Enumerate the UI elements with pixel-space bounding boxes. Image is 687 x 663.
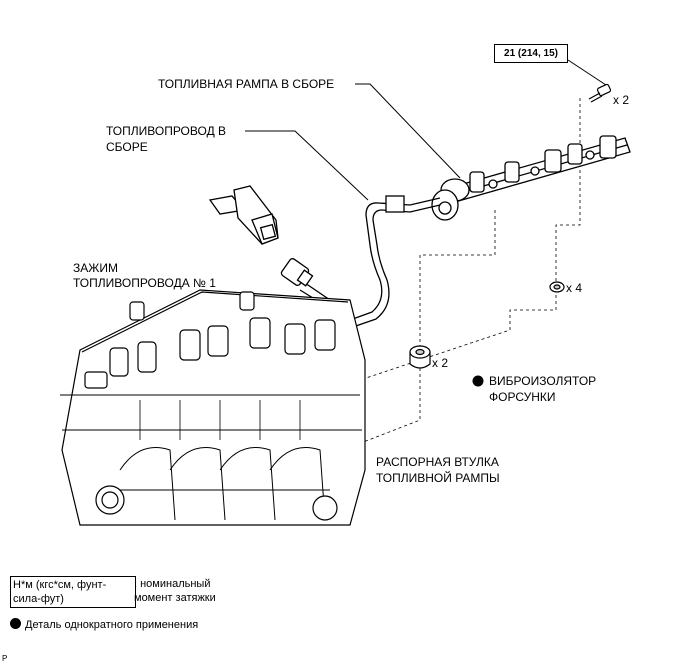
fuel-rail-label: ТОПЛИВНАЯ РАМПА В СБОРЕ [158,77,335,91]
fuel-rail-icon [431,135,631,221]
torque-units-line1: Н*м (кгс*см, фунт- [13,579,107,591]
fuel-pipe-leader [245,130,369,201]
fuel-pipe-label-line1: ТОПЛИВОПРОВОД В [106,124,227,138]
single-use-legend-icon [10,618,21,629]
engine-icon [60,289,366,526]
torque-desc: : номинальный момент затяжки [134,577,216,605]
spacer-quantity: x 2 [432,356,449,370]
single-use-icon [472,375,484,387]
torque-desc-line1: : номинальный [134,578,211,590]
single-use-legend-text: Деталь однократного применения [25,619,199,631]
bolt-quantity: x 2 [613,93,630,107]
fuel-pipe-icon [280,195,441,329]
corner-mark: P [2,654,8,663]
spacer-label-line2: ТОПЛИВНОЙ РАМПЫ [376,471,500,485]
single-use-legend: Деталь однократного применения [10,618,198,631]
insulator-icon [549,281,565,293]
fuel-rail-leader [355,83,461,179]
clamp-label-line2: ТОПЛИВОПРОВОДА № 1 [73,276,216,290]
torque-units-legend: Н*м (кгс*см, фунт- сила-фут) [10,576,136,608]
insulator-label-line1: ВИБРОИЗОЛЯТОР [489,374,597,388]
spacer-icon [409,345,431,369]
clamp-label-line1: ЗАЖИМ [73,261,118,275]
torque-units-line2: сила-фут) [13,593,64,605]
torque-desc-line2: момент затяжки [134,592,216,604]
spacer-label-line1: РАСПОРНАЯ ВТУЛКА [376,455,499,469]
leader-lines [245,83,461,201]
fuel-pipe-label-line2: СБОРЕ [106,140,148,154]
insulator-label-line2: ФОРСУНКИ [489,390,556,404]
clamp-icon [208,185,279,245]
bolt-icon [567,59,612,103]
insulator-quantity: x 4 [566,281,583,295]
torque-spec-box: 21 (214, 15) [494,44,568,63]
